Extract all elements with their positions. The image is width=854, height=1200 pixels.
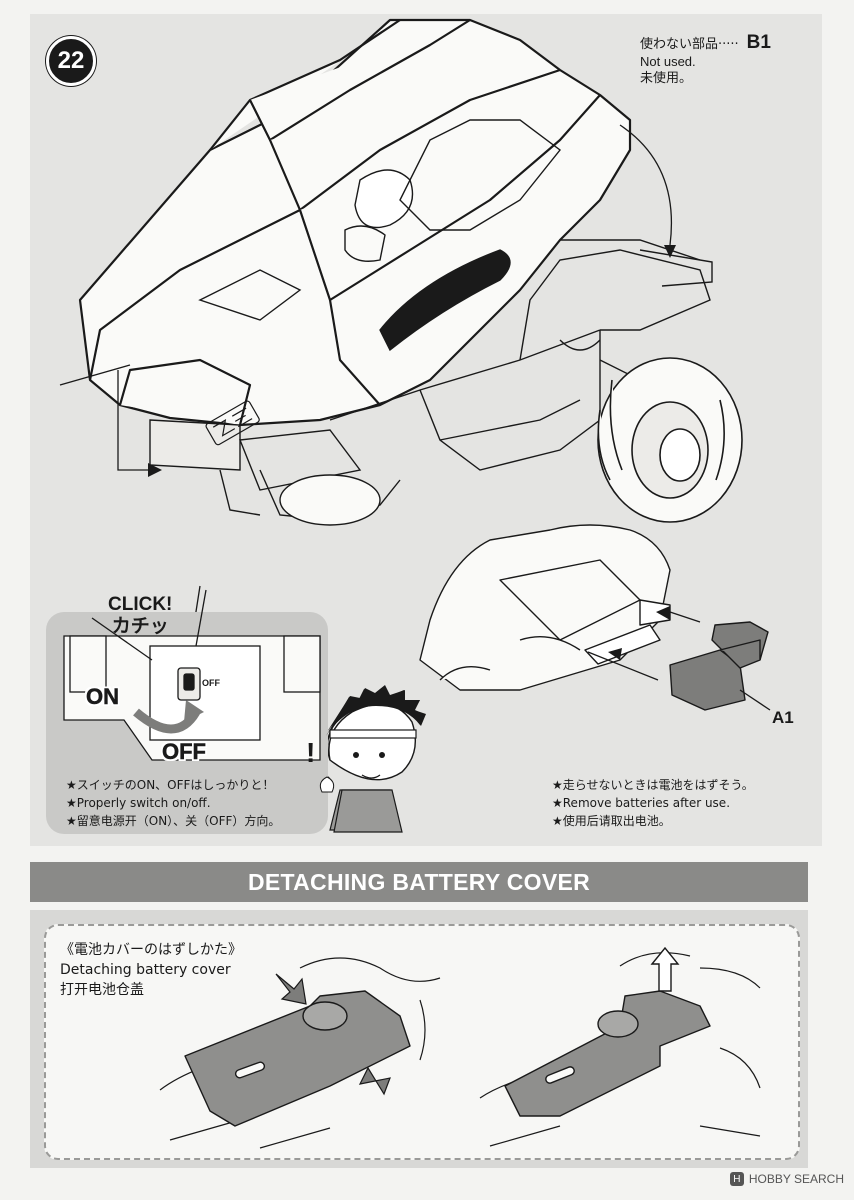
switch-note-cn: ★留意电源开（ON）、关（OFF）方向。 xyxy=(66,814,281,828)
section-header: DETACHING BATTERY COVER xyxy=(30,862,808,902)
battery-note-cn: ★使用后请取出电池。 xyxy=(552,814,671,828)
switch-note-en: ★Properly switch on/off. xyxy=(66,796,211,810)
not-used-part-number: B1 xyxy=(746,32,771,53)
detach-cn: 打开电池仓盖 xyxy=(60,982,144,998)
switch-off-mark: OFF xyxy=(202,678,220,688)
not-used-en: Not used. xyxy=(640,54,696,69)
not-used-cn: 未使用。 xyxy=(640,71,693,86)
watermark: H HOBBY SEARCH xyxy=(729,1172,844,1186)
not-used-jp: 使わない部品····· xyxy=(640,37,739,52)
detach-jp: 《電池カバーのはずしかた》 xyxy=(60,942,242,958)
part-label-a1: A1 xyxy=(772,708,794,727)
battery-notes: ★走らせないときは電池をはずそう。 ★Remove batteries afte… xyxy=(552,776,754,830)
on-label: ON xyxy=(86,684,120,710)
watermark-logo-icon: H xyxy=(729,1172,744,1186)
switch-notes: ★スイッチのON、OFFはしっかりと！ ★Properly switch on/… xyxy=(66,776,280,830)
off-label: OFF xyxy=(162,739,207,765)
detach-caption: 《電池カバーのはずしかた》 Detaching battery cover 打开… xyxy=(60,940,242,1000)
switch-note-jp: ★スイッチのON、OFFはしっかりと！ xyxy=(66,778,275,792)
click-jp: カチッ xyxy=(111,616,169,637)
watermark-text: HOBBY SEARCH xyxy=(748,1172,844,1186)
direction-arrow-icon xyxy=(664,245,676,258)
click-en: CLICK! xyxy=(108,594,173,615)
click-label: CLICK! カチッ xyxy=(108,594,172,638)
step-number-badge: 22 xyxy=(46,36,96,86)
not-used-note: 使わない部品····· B1 Not used. 未使用。 xyxy=(640,32,771,87)
battery-note-jp: ★走らせないときは電池をはずそう。 xyxy=(552,778,754,792)
detach-en: Detaching battery cover xyxy=(60,962,231,978)
battery-note-en: ★Remove batteries after use. xyxy=(552,796,731,810)
